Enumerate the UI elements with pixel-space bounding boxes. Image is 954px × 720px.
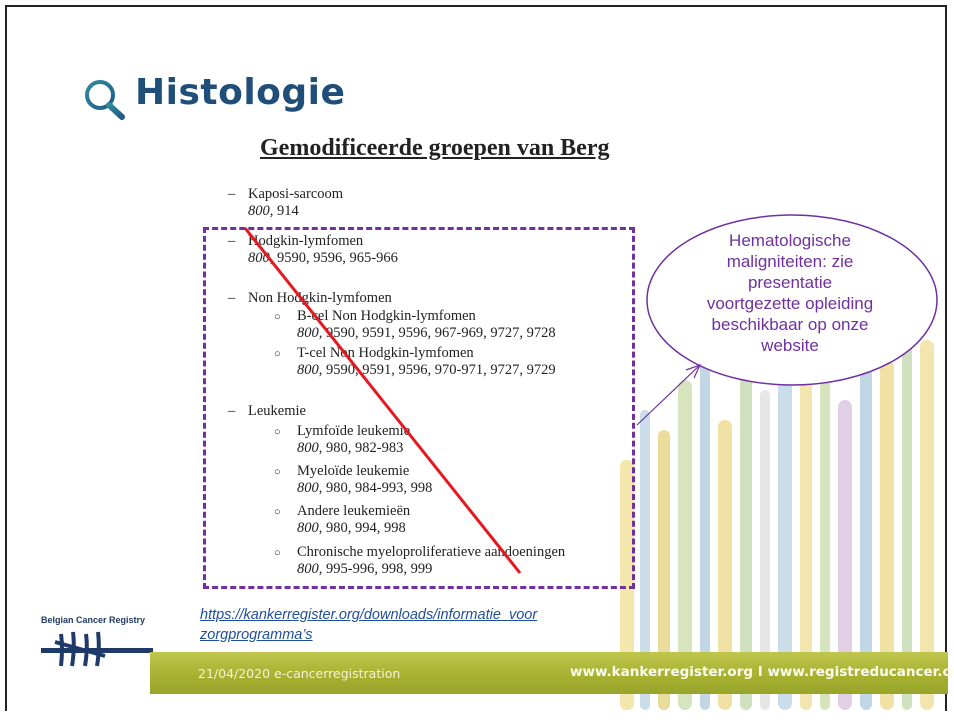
link-line-2[interactable]: zorgprogramma’s [200, 627, 313, 643]
callout-line: voortgezette opleiding [706, 294, 874, 313]
callout-line: maligniteiten: zie [726, 252, 854, 271]
link-line-1[interactable]: https://kankerregister.org/downloads/inf… [200, 607, 538, 623]
document-heading: Gemodificeerde groepen van Berg [260, 135, 610, 161]
callout-bubble [636, 214, 938, 426]
footer-websites: www.kankerregister.org I www.registreduc… [570, 664, 954, 680]
hematology-dashed-box [203, 227, 635, 589]
dash: – [228, 186, 236, 202]
callout-line: beschikbaar op onze [711, 315, 869, 334]
group-label-kaposi: Kaposi-sarcoom [248, 186, 344, 202]
dash: – [228, 403, 236, 419]
magnifier-icon [85, 80, 125, 120]
decorative-background-bars [620, 290, 934, 710]
callout-line: website [761, 336, 819, 355]
logo-name: Belgian Cancer Registry [41, 615, 146, 625]
group-code-kaposi: 800, 914 [248, 203, 299, 219]
callout-text: Hematologische maligniteiten: zie presen… [690, 230, 890, 356]
bottom-strip [0, 711, 954, 720]
footer-band [150, 652, 948, 694]
dash: – [228, 290, 236, 306]
callout-line: Hematologische [729, 231, 851, 250]
footer-date: 21/04/2020 e-cancerregistration [198, 666, 401, 681]
hand-tally-logo-icon [41, 631, 153, 667]
download-link[interactable]: https://kankerregister.org/downloads/inf… [200, 605, 650, 645]
callout-line: presentatie [747, 273, 833, 292]
slide-title: Histologie [135, 72, 346, 113]
dash: – [228, 233, 236, 249]
